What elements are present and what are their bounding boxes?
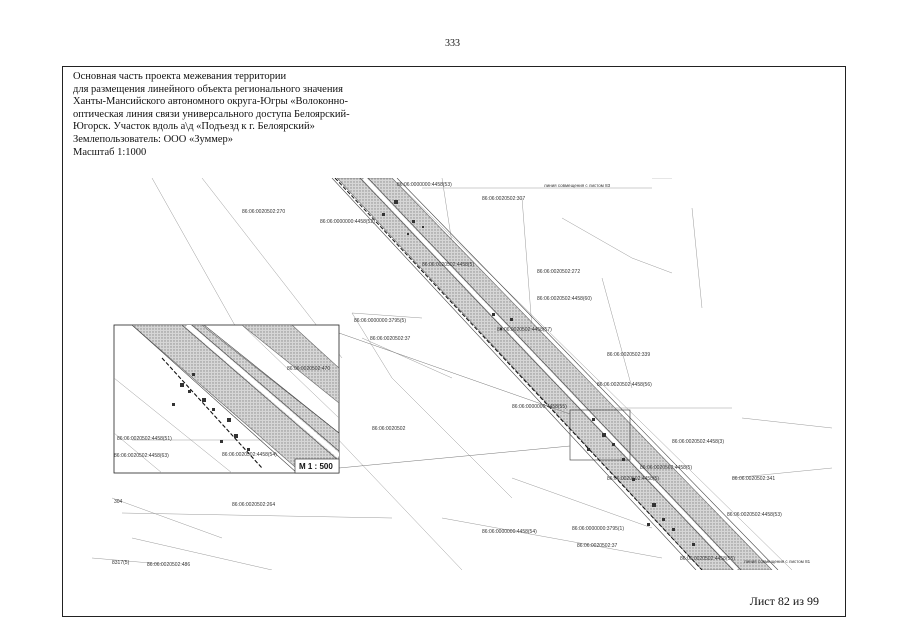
main-map-layer: 86:06:0000000:4458(53) 86:06:0020502:270…	[92, 178, 832, 570]
inset-scale-box	[294, 458, 340, 474]
parcel-label: 86:06:0020502:4458(54)	[222, 452, 277, 458]
parcel-label: 86:06:0020502:4458(5)	[607, 476, 659, 482]
inset-scale-label: М 1 : 500	[299, 462, 333, 471]
title-line: оптическая линия связи универсального до…	[73, 108, 350, 120]
parcel-boundaries	[92, 178, 832, 570]
parcel-label: 86:06:0020502:341	[732, 476, 775, 482]
road-centerline-gap	[362, 178, 739, 570]
title-line: Югорск. Участок вдоль а\д «Подъезд к г. …	[73, 121, 315, 133]
sheet-link-label: линия совмещения с листом 83	[544, 183, 611, 188]
sheet-number-label: Лист 82 из 99	[749, 594, 819, 608]
parcel-label: 86:06:0020502:4458(3)	[672, 439, 724, 445]
parcel-label: 86:06:0020502:37	[577, 543, 618, 549]
detail-leader-line	[338, 445, 571, 469]
page-number: 333	[445, 38, 460, 49]
parcel-label: 86:06:0020502:264	[232, 502, 275, 508]
parcel-label: 86:06:0020502:4458(55)	[680, 556, 735, 562]
title-line: Основная часть проекта межевания террито…	[73, 71, 287, 82]
parcel-label: 86:06:0020502:4458(5)	[640, 465, 692, 471]
drawing-title-block: Основная часть проекта межевания террито…	[73, 71, 350, 159]
parcel-label: 86:06:0020502:486	[147, 562, 190, 568]
parcel-label: 86:06:0020502:470	[287, 366, 330, 372]
cable-route-line	[334, 178, 703, 570]
detail-area-frame	[569, 409, 631, 461]
land-user-line: Землепользователь: ООО «Зуммер»	[73, 133, 234, 145]
parcel-label: 86:06:0020502:272	[537, 269, 580, 275]
parcel-label: 86:06:0020502	[372, 426, 406, 432]
parcel-label: 86:06:0000000:3795(5)	[354, 318, 406, 324]
road-edges	[331, 178, 779, 570]
title-line: для размещения линейного объекта региона…	[73, 83, 343, 95]
parcel-label: 86:06:0000000:4458(54)	[482, 529, 537, 535]
scale-line: Масштаб 1:1000	[73, 146, 147, 158]
parcel-label: 86:06:0000000:4458(55)	[512, 404, 567, 410]
sheet-link-label: линия совмещения с листом 81	[744, 559, 811, 564]
parcel-label: 86:06:0020502:37	[370, 336, 411, 342]
detail-leader-line	[338, 332, 571, 415]
boundary-markers	[382, 200, 695, 546]
parcel-label: 86:06:0020502:4458(53)	[727, 512, 782, 518]
parcel-label: 86:06:0020502:307	[482, 196, 525, 202]
parcel-label: 86:06:0020502:4458(60)	[537, 296, 592, 302]
parcel-label: 86:06:0000000:4458(52)	[320, 219, 375, 225]
drawing-frame	[62, 66, 846, 617]
inset-map: 86:06:0020502:470 86:06:0020502:4458(51)…	[113, 324, 340, 474]
parcel-label: 86:06:0020502:270	[242, 209, 285, 215]
parcel-label: 86:06:0000000:3795(1)	[572, 526, 624, 532]
parcel-label: 86:06:0000000:4458(53)	[397, 182, 452, 188]
parcel-label: 86:06:0020502:4458(56)	[597, 382, 652, 388]
parcel-label: 86:06:0020502:4458(5)	[422, 262, 474, 268]
parcel-label: 8317(5)	[112, 560, 130, 566]
parcel-label: 304	[114, 499, 123, 505]
title-line: Ханты-Мансийского автономного округа-Югр…	[73, 96, 348, 108]
parcel-label: 86:06:0020502:4458(51)	[117, 436, 172, 442]
survey-map: 86:06:0000000:4458(53) 86:06:0020502:270…	[92, 178, 832, 570]
parcel-label: 86:06:0020502:339	[607, 352, 650, 358]
parcel-label: 86:06:0020502:4458(63)	[114, 453, 169, 459]
parcel-label: 86:06:0020502:4458(57)	[497, 327, 552, 333]
